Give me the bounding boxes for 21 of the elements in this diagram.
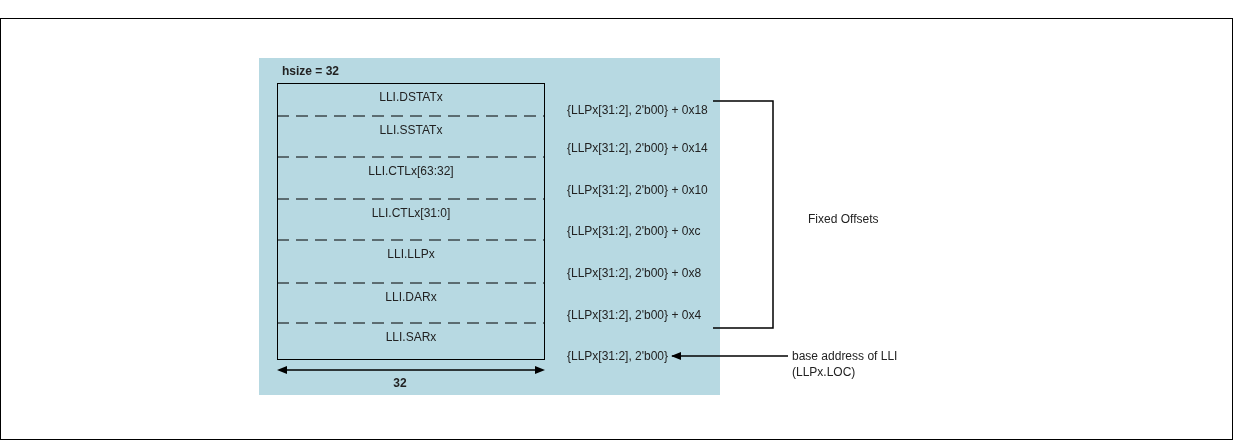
address-offset: {LLPx[31:2], 2'b00} + 0x8	[567, 265, 702, 282]
dimension-label: 32	[393, 375, 407, 392]
stack-heading: hsize = 32	[282, 63, 340, 80]
address-offset: {LLPx[31:2], 2'b00} + 0x10	[567, 182, 708, 199]
address-text: {LLPx[31:2], 2'b00}	[567, 348, 669, 364]
register-stack	[277, 83, 545, 360]
row-label: LLI.LLPx	[387, 247, 435, 261]
address-offset: {LLPx[31:2], 2'b00} + 0xc	[567, 223, 701, 240]
row-label: LLI.DSTATx	[379, 90, 443, 104]
row-label: LLI.SARx	[385, 330, 437, 344]
row-label: LLI.DARx	[385, 290, 437, 304]
address-offset: {LLPx[31:2], 2'b00} + 0x4	[567, 307, 702, 324]
row-label: LLI.CTLx[31:0]	[371, 206, 451, 220]
row-label: LLI.SSTATx	[379, 123, 443, 137]
address-offset: {LLPx[31:2], 2'b00} + 0x18	[567, 102, 708, 119]
annotation-line: base address of LLI	[792, 348, 898, 364]
annotation-line: (LLPx.LOC)	[792, 364, 857, 380]
address-offset: {LLPx[31:2], 2'b00} + 0x14	[567, 140, 708, 157]
bracket-label: Fixed Offsets	[808, 211, 879, 228]
row-label: LLI.CTLx[63:32]	[368, 164, 454, 178]
arrow	[671, 352, 789, 360]
